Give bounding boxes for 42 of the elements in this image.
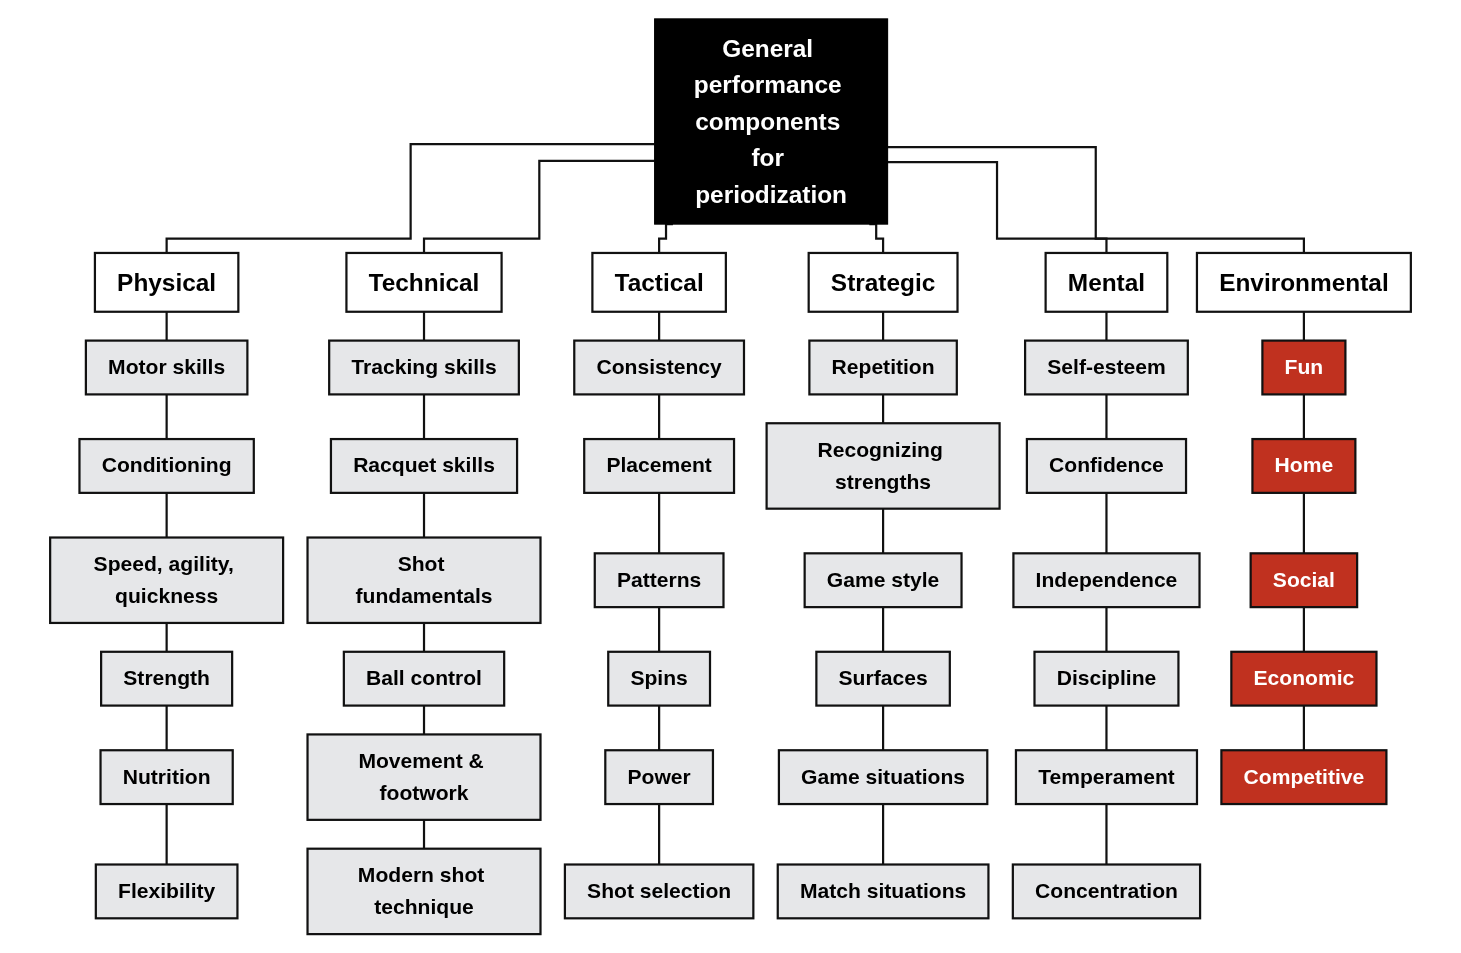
node-box: Home: [1251, 437, 1357, 494]
node-box: Mental: [1044, 251, 1169, 313]
node-box: Environmental: [1195, 251, 1412, 313]
node-box: Speed, agility, quickness: [49, 536, 285, 625]
node-box: Repetition: [808, 339, 958, 396]
node-box: Tracking skills: [328, 339, 520, 396]
node-box: Nutrition: [99, 749, 234, 806]
node-box: Confidence: [1025, 437, 1188, 494]
node-box: Game style: [803, 552, 963, 609]
node-box: Modern shot technique: [306, 847, 542, 936]
node-box: Recognizing strengths: [765, 422, 1001, 510]
node-box: Fun: [1261, 339, 1347, 396]
node-box: Power: [604, 749, 715, 806]
node-box: Movement & footwork: [306, 733, 542, 821]
node-box: Social: [1249, 552, 1359, 609]
node-box: Match situations: [776, 863, 990, 920]
node-box: Shot selection: [563, 863, 755, 920]
node-box: Technical: [345, 251, 503, 313]
node-box: Strategic: [807, 251, 959, 313]
node-box: Placement: [583, 437, 736, 494]
node-box: Motor skills: [84, 339, 249, 396]
node-box: Temperament: [1014, 749, 1199, 806]
node-box: Spins: [607, 650, 712, 707]
node-box: Competitive: [1220, 749, 1388, 806]
node-box: Racquet skills: [329, 437, 519, 494]
node-box: Patterns: [593, 552, 725, 609]
node-box: Discipline: [1033, 650, 1180, 707]
node-box: Independence: [1012, 552, 1201, 609]
node-box: General performance components for periodization: [654, 18, 889, 225]
node-box: Strength: [100, 650, 234, 707]
node-box: Consistency: [573, 339, 746, 396]
node-box: Concentration: [1011, 863, 1202, 920]
node-box: Shot fundamentals: [306, 536, 542, 625]
node-box: Self-esteem: [1024, 339, 1189, 396]
node-box: Physical: [93, 251, 240, 313]
node-box: Flexibility: [94, 863, 239, 920]
node-box: Conditioning: [78, 437, 255, 494]
node-box: Economic: [1230, 650, 1378, 707]
node-box: Ball control: [342, 650, 506, 707]
node-box: Game situations: [777, 749, 989, 806]
node-box: Tactical: [591, 251, 727, 313]
node-box: Surfaces: [815, 650, 951, 707]
